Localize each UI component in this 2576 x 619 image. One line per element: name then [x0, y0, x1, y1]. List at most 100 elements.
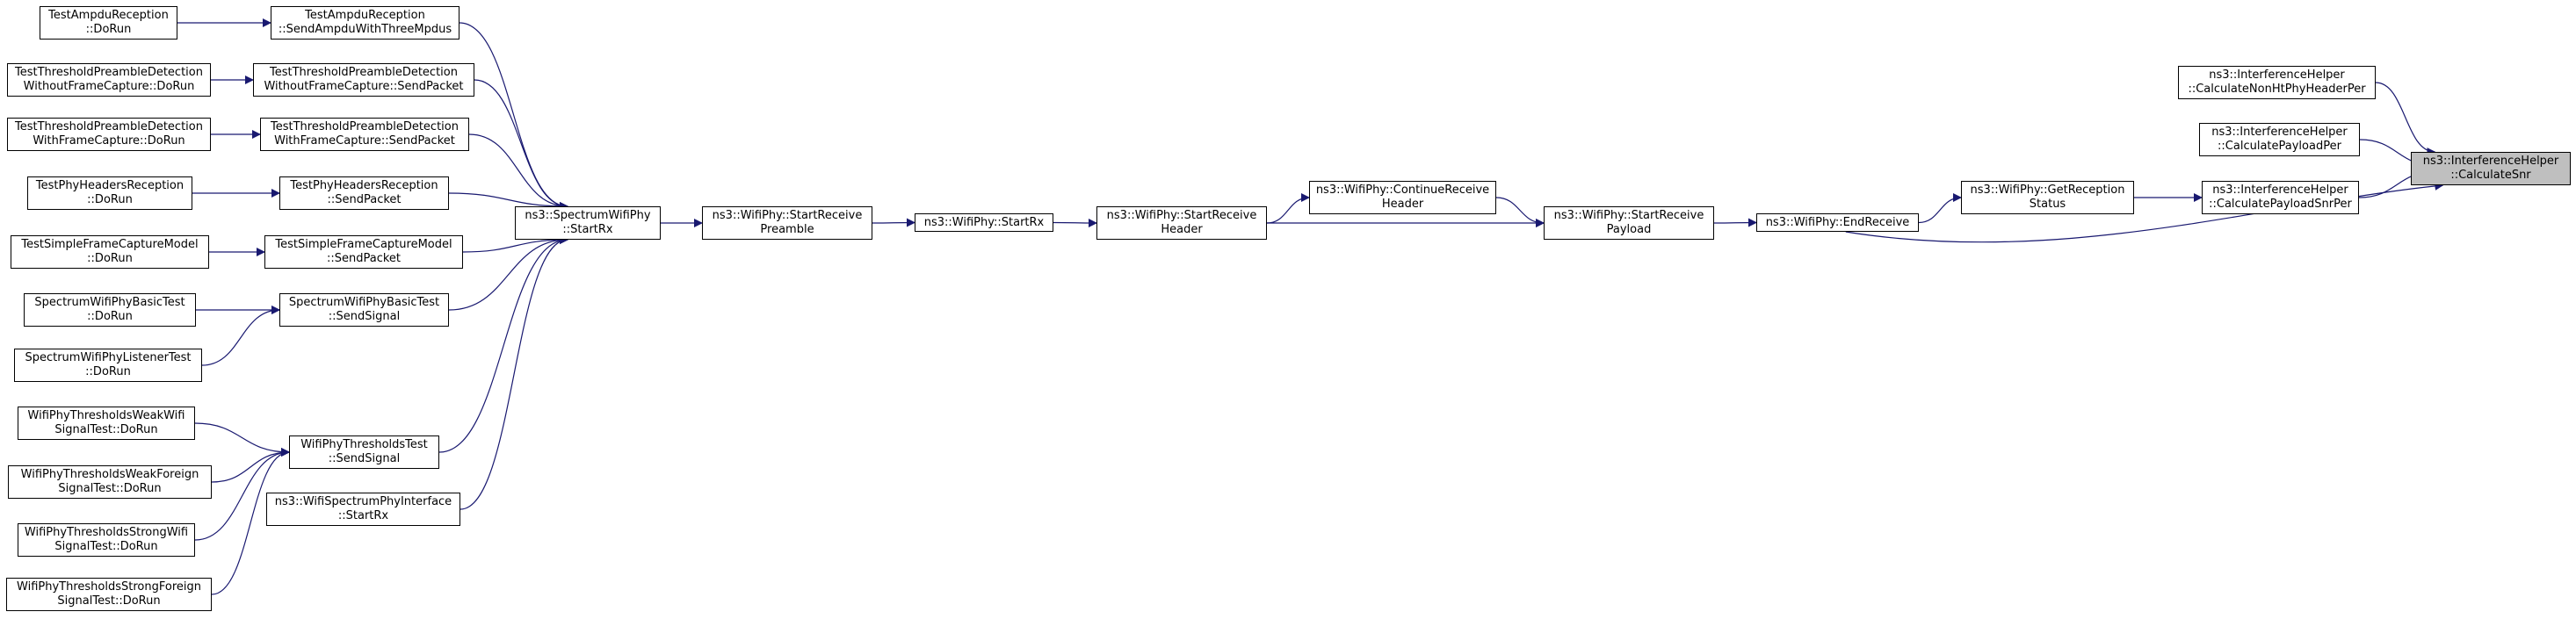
node-label-line: Header — [1381, 198, 1424, 211]
graph-node-wspi-startrx[interactable]: ns3::WifiSpectrumPhyInterface::StartRx — [266, 493, 460, 526]
edge-start-payload-to-end-receive — [1713, 218, 1757, 227]
edge-continue-header-to-start-payload — [1495, 197, 1545, 227]
node-label-line: ::DoRun — [87, 252, 133, 265]
node-label-line: Preamble — [760, 223, 814, 236]
edge-start-header-to-continue-header — [1266, 193, 1310, 224]
edge-wptsf-dorun-to-wpt-send — [211, 448, 290, 595]
graph-node-phyhdr-send[interactable]: TestPhyHeadersReception::SendPacket — [279, 176, 449, 210]
node-label-line: ::CalculatePayloadPer — [2218, 140, 2341, 153]
node-label-line: ::DoRun — [87, 310, 133, 323]
node-label-line: SpectrumWifiPhyBasicTest — [288, 296, 440, 309]
edge-wpt-send-to-swp-startrx — [438, 235, 568, 453]
node-label-line: SpectrumWifiPhyBasicTest — [34, 296, 185, 309]
node-label-line: WifiPhyThresholdsTest — [300, 438, 428, 451]
node-label-line: WifiPhyThresholdsStrongForeign — [17, 580, 201, 594]
graph-node-sfc-send[interactable]: TestSimpleFrameCaptureModel::SendPacket — [264, 235, 463, 269]
node-label-line: ns3::WifiSpectrumPhyInterface — [274, 495, 452, 508]
node-label-line: SignalTest::DoRun — [54, 540, 158, 553]
edge-tpdw-send-to-swp-startrx — [468, 133, 568, 211]
node-label-line: TestSimpleFrameCaptureModel — [21, 238, 199, 251]
edge-tpdwo-send-to-swp-startrx — [474, 79, 568, 211]
node-label-line: WithFrameCapture::SendPacket — [274, 134, 455, 148]
node-label-line: SignalTest::DoRun — [58, 482, 162, 495]
node-label-line: Payload — [1606, 223, 1652, 236]
graph-node-calc-payload-snrper[interactable]: ns3::InterferenceHelper::CalculatePayloa… — [2202, 181, 2359, 214]
node-label-line: TestThresholdPreambleDetection — [15, 66, 203, 79]
graph-node-phyhdr-dorun[interactable]: TestPhyHeadersReception::DoRun — [27, 176, 192, 210]
edge-calc-nonht-per-to-calc-snr — [2375, 82, 2436, 156]
graph-node-swpb-send[interactable]: SpectrumWifiPhyBasicTest::SendSignal — [279, 293, 449, 327]
edge-sfc-send-to-swp-startrx — [462, 235, 568, 253]
node-label-line: ::SendPacket — [327, 193, 402, 206]
node-label-line: TestSimpleFrameCaptureModel — [275, 238, 452, 251]
node-label-line: ::CalculateSnr — [2450, 169, 2531, 182]
node-label-line: ::SendAmpduWithThreeMpdus — [278, 23, 452, 36]
node-label-line: ns3::InterferenceHelper — [2212, 184, 2348, 197]
node-label-line: Header — [1161, 223, 1203, 236]
edge-startrx-to-start-header — [1053, 218, 1097, 227]
graph-node-calc-snr: ns3::InterferenceHelper::CalculateSnr — [2411, 152, 2571, 185]
node-label-line: WifiPhyThresholdsWeakWifi — [27, 409, 185, 422]
node-label-line: WithFrameCapture::DoRun — [33, 134, 185, 148]
node-label-line: ::StartRx — [562, 223, 613, 236]
graph-node-end-receive[interactable]: ns3::WifiPhy::EndReceive — [1756, 213, 1919, 232]
node-label-line: ns3::WifiPhy::EndReceive — [1765, 215, 1910, 229]
node-label-line: ns3::WifiPhy::StartReceive — [1553, 209, 1704, 222]
node-label-line: TestPhyHeadersReception — [35, 179, 185, 192]
edge-ampdu-send-to-swp-startrx — [459, 22, 568, 211]
node-label-line: ns3::WifiPhy::StartReceive — [1106, 209, 1257, 222]
edge-phyhdr-send-to-swp-startrx — [448, 192, 568, 211]
node-label-line: SignalTest::DoRun — [54, 423, 158, 436]
node-label-line: ns3::InterferenceHelper — [2422, 155, 2559, 168]
node-label-line: ns3::WifiPhy::StartRx — [923, 215, 1045, 229]
node-label-line: TestAmpduReception — [48, 9, 169, 22]
node-label-line: SpectrumWifiPhyListenerTest — [25, 351, 192, 364]
graph-node-calc-nonht-per[interactable]: ns3::InterferenceHelper::CalculateNonHtP… — [2178, 66, 2376, 99]
graph-node-ampdu-send[interactable]: TestAmpduReception::SendAmpduWithThreeMp… — [271, 6, 459, 40]
graph-node-swpl-dorun[interactable]: SpectrumWifiPhyListenerTest::DoRun — [14, 349, 202, 382]
edge-start-preamble-to-startrx — [872, 218, 915, 227]
node-label-line: ::CalculatePayloadSnrPer — [2209, 198, 2352, 211]
graph-node-swpb-dorun[interactable]: SpectrumWifiPhyBasicTest::DoRun — [24, 293, 196, 327]
node-label-line: ns3::InterferenceHelper — [2211, 126, 2348, 139]
node-label-line: TestAmpduReception — [305, 9, 425, 22]
node-label-line: ns3::SpectrumWifiPhy — [525, 209, 651, 222]
node-label-line: ns3::WifiPhy::ContinueReceive — [1315, 184, 1490, 197]
edge-end-receive-to-calc-snr — [1845, 181, 2444, 243]
graph-node-wpt-send[interactable]: WifiPhyThresholdsTest::SendSignal — [289, 435, 439, 469]
node-label-line: TestThresholdPreambleDetection — [15, 120, 203, 133]
node-label-line: ::DoRun — [85, 365, 131, 378]
node-label-line: TestThresholdPreambleDetection — [270, 66, 458, 79]
graph-node-startrx[interactable]: ns3::WifiPhy::StartRx — [915, 213, 1053, 232]
graph-node-calc-payload-per[interactable]: ns3::InterferenceHelper::CalculatePayloa… — [2199, 123, 2360, 156]
node-label-line: ::CalculateNonHtPhyHeaderPer — [2188, 83, 2366, 96]
node-label-line: WithoutFrameCapture::SendPacket — [264, 80, 464, 93]
node-label-line: Status — [2029, 198, 2066, 211]
node-label-line: ns3::WifiPhy::GetReception — [1970, 184, 2125, 197]
node-label-line: SignalTest::DoRun — [57, 594, 161, 608]
edge-wptsw-dorun-to-wpt-send — [194, 448, 290, 541]
edge-wptwf-dorun-to-wpt-send — [211, 448, 290, 483]
node-label-line: ::SendSignal — [328, 452, 401, 465]
node-label-line: TestThresholdPreambleDetection — [271, 120, 459, 133]
edge-wspi-startrx-to-swp-startrx — [459, 235, 568, 510]
graph-node-sfc-dorun[interactable]: TestSimpleFrameCaptureModel::DoRun — [11, 235, 209, 269]
edge-swpl-dorun-to-swpb-send — [201, 306, 280, 366]
graph-node-ampdu-dorun[interactable]: TestAmpduReception::DoRun — [40, 6, 177, 40]
edge-wptww-dorun-to-wpt-send — [194, 422, 290, 457]
node-label-line: ::SendSignal — [328, 310, 401, 323]
graph-node-swp-startrx[interactable]: ns3::SpectrumWifiPhy::StartRx — [515, 206, 661, 240]
